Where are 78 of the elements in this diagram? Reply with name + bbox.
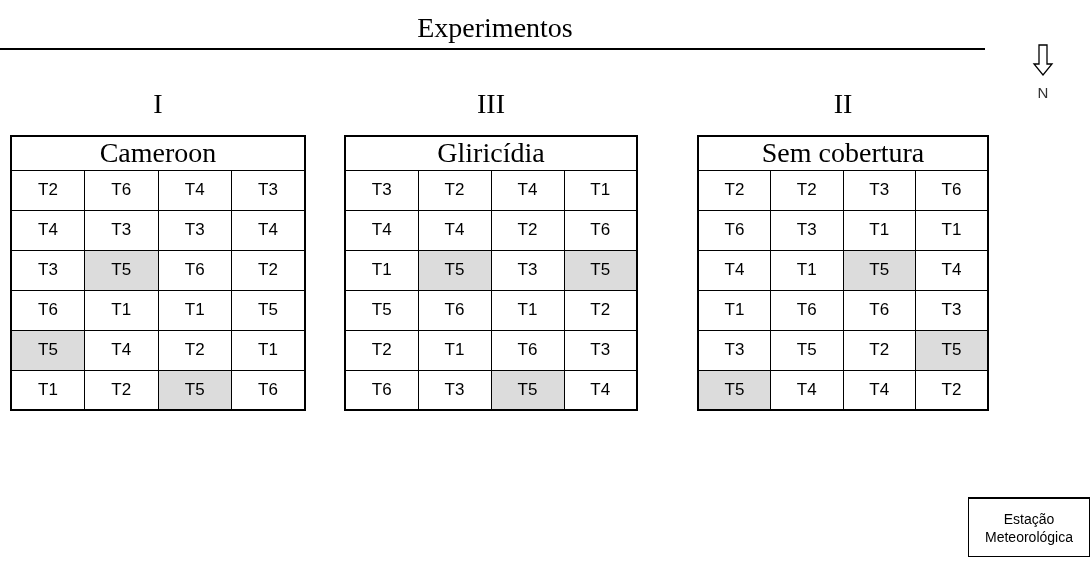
plot-cell: T5	[770, 330, 843, 370]
plot-cell: T4	[84, 330, 158, 370]
block-numeral: II	[833, 88, 853, 120]
plot-cell: T3	[698, 330, 771, 370]
plot-cell: T4	[418, 210, 491, 250]
plot-cell: T2	[418, 170, 491, 210]
plot-cell: T6	[698, 210, 771, 250]
plot-cell: T5	[158, 370, 232, 410]
plot-cell: T2	[158, 330, 232, 370]
plot-cell: T2	[345, 330, 418, 370]
plot-cell: T4	[843, 370, 916, 410]
plot-cell: T4	[11, 210, 85, 250]
plot-cell: T4	[698, 250, 771, 290]
plot-cell: T6	[491, 330, 564, 370]
plot-cell: T5	[491, 370, 564, 410]
plot-cell: T4	[491, 170, 564, 210]
plot-cell: T2	[491, 210, 564, 250]
plot-cell: T1	[698, 290, 771, 330]
plot-cell: T4	[158, 170, 232, 210]
plot-cell: T1	[915, 210, 988, 250]
plot-cell: T2	[564, 290, 637, 330]
plot-cell: T5	[231, 290, 305, 330]
plot-cell: T5	[11, 330, 85, 370]
plot-cell: T3	[418, 370, 491, 410]
plot-cell: T4	[345, 210, 418, 250]
plot-cell: T5	[564, 250, 637, 290]
plot-cell: T6	[345, 370, 418, 410]
plot-cell: T6	[843, 290, 916, 330]
plot-cell: T2	[698, 170, 771, 210]
plot-cell: T4	[564, 370, 637, 410]
station-box: Estação Meteorológica	[968, 497, 1090, 557]
plot-cell: T5	[698, 370, 771, 410]
block-numeral: I	[153, 88, 163, 120]
plot-cell: T4	[770, 370, 843, 410]
plot-cell: T6	[11, 290, 85, 330]
plot-cell: T5	[345, 290, 418, 330]
plot-cell: T6	[231, 370, 305, 410]
plot-cell: T1	[345, 250, 418, 290]
plot-cell: T5	[915, 330, 988, 370]
block-numeral: III	[477, 88, 505, 120]
plot-cell: T4	[915, 250, 988, 290]
plot-cell: T1	[770, 250, 843, 290]
plot-cell: T3	[84, 210, 158, 250]
plot-cell: T1	[418, 330, 491, 370]
plot-cell: T4	[231, 210, 305, 250]
plot-cell: T3	[491, 250, 564, 290]
plot-cell: T3	[231, 170, 305, 210]
plot-cell: T3	[11, 250, 85, 290]
plot-cell: T6	[770, 290, 843, 330]
plot-cell: T6	[915, 170, 988, 210]
plot-cell: T5	[418, 250, 491, 290]
plot-cell: T6	[418, 290, 491, 330]
plot-cell: T1	[843, 210, 916, 250]
plot-cell: T1	[564, 170, 637, 210]
plot-cell: T6	[158, 250, 232, 290]
plot-cell: T1	[491, 290, 564, 330]
plot-cell: T3	[915, 290, 988, 330]
plot-cell: T1	[158, 290, 232, 330]
plot-cell: T1	[84, 290, 158, 330]
plot-cell: T5	[84, 250, 158, 290]
plot-cell: T6	[84, 170, 158, 210]
plot-cell: T2	[915, 370, 988, 410]
plot-cell: T2	[84, 370, 158, 410]
plot-cell: T2	[231, 250, 305, 290]
plot-cell: T1	[11, 370, 85, 410]
plot-cell: T2	[770, 170, 843, 210]
plot-cell: T6	[564, 210, 637, 250]
plot-cell: T3	[158, 210, 232, 250]
plot-cell: T3	[843, 170, 916, 210]
plot-cell: T3	[770, 210, 843, 250]
plot-cell: T1	[231, 330, 305, 370]
plot-cell: T3	[345, 170, 418, 210]
north-label: N	[1036, 84, 1050, 102]
plot-cell: T2	[843, 330, 916, 370]
diagram-title: Experimentos	[416, 12, 574, 44]
plot-cell: T2	[11, 170, 85, 210]
plot-cell: T5	[843, 250, 916, 290]
plot-cell: T3	[564, 330, 637, 370]
